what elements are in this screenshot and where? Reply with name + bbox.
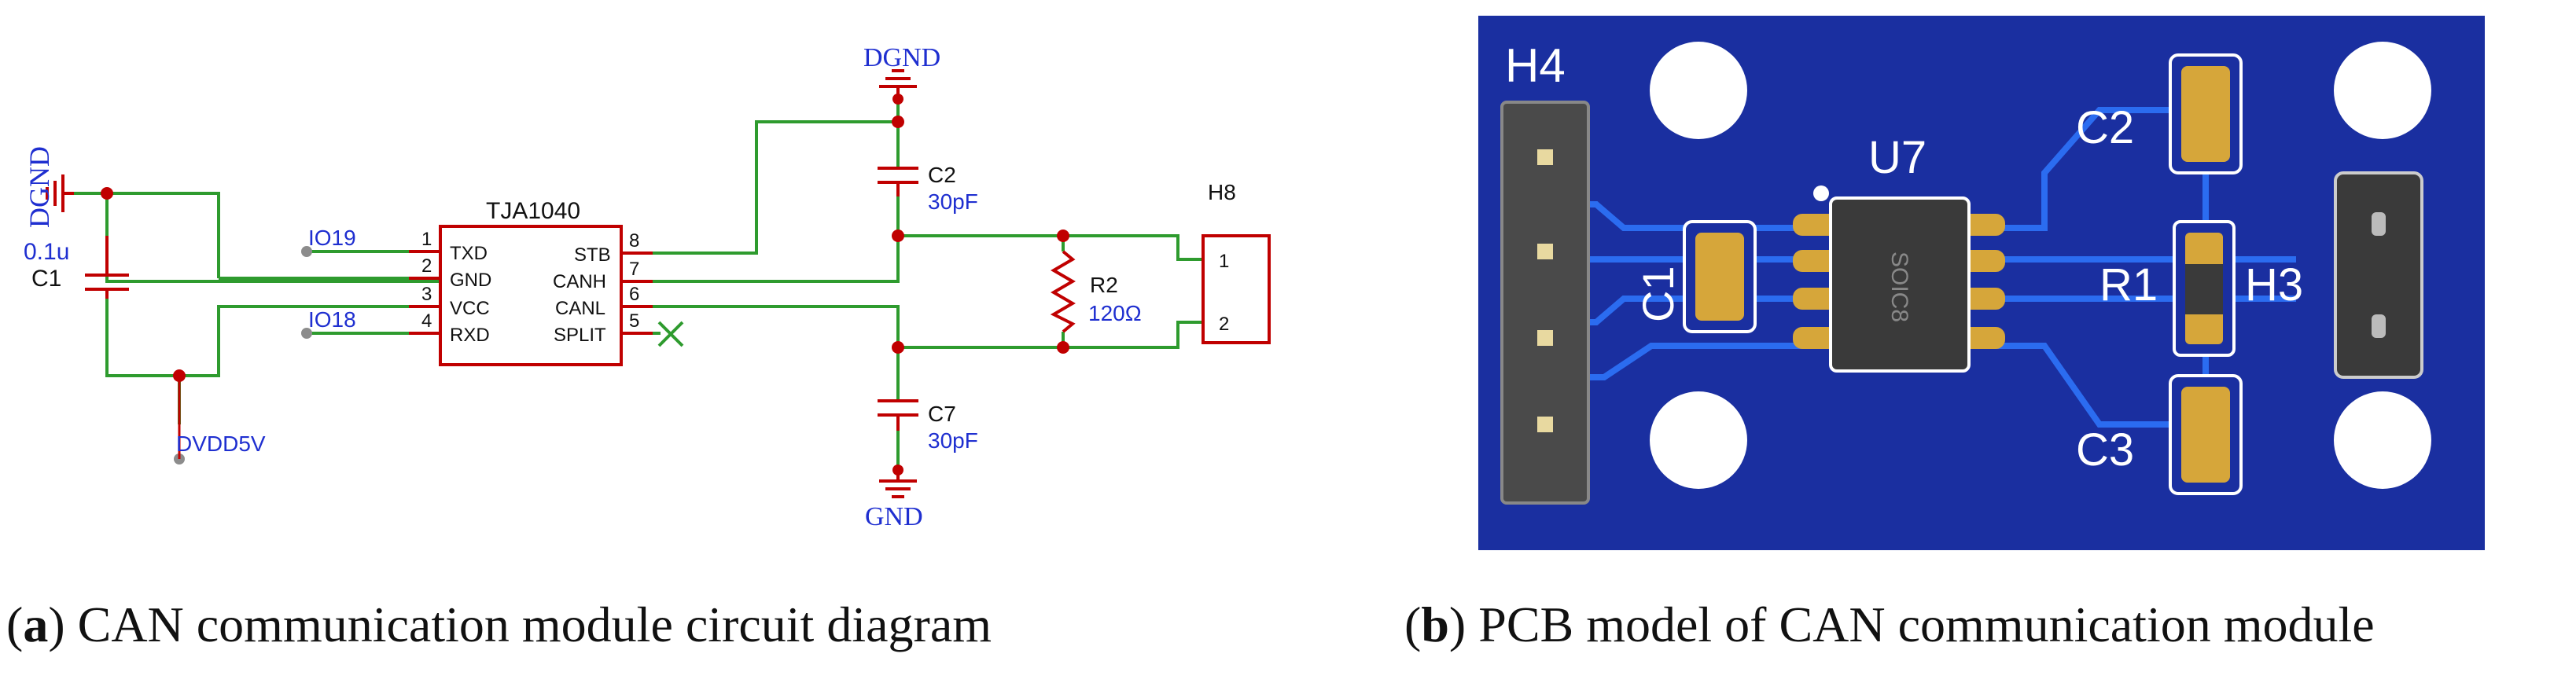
ic-pin-num: 1 — [421, 229, 432, 250]
pcb-board — [1478, 16, 2485, 550]
c2-ref-label: C2 — [928, 163, 956, 187]
connector-h8 — [1202, 234, 1271, 344]
caption-a-text: CAN communication module circuit diagram — [64, 597, 992, 652]
resistor-r2 — [1050, 250, 1076, 333]
pcb-r1-body — [2185, 264, 2223, 314]
pcb-label-c1: C1 — [1633, 266, 1683, 322]
ic-pin-name: VCC — [450, 298, 490, 319]
dgnd-left-label: DGND — [24, 146, 55, 228]
ic-pin-num: 3 — [421, 284, 432, 305]
pcb-c1-body — [1695, 233, 1744, 321]
net-label-io19: IO19 — [308, 226, 356, 250]
ic-pin-name: STB — [574, 244, 611, 266]
header-h4-pins — [1537, 149, 1553, 432]
c7-value-label: 30pF — [928, 428, 978, 453]
net-label-dvdd5v: DVDD5V — [176, 431, 266, 456]
ic-pin-num: 7 — [629, 259, 639, 280]
pcb-label-c2: C2 — [2076, 102, 2134, 153]
dgnd-top-label: DGND — [863, 43, 940, 72]
c2-value-label: 30pF — [928, 189, 978, 214]
c1-ref-label: C1 — [31, 266, 61, 292]
r2-value-label: 120Ω — [1088, 301, 1142, 325]
caption-a-letter: a — [23, 597, 49, 652]
ic-pin-name: RXD — [450, 325, 490, 346]
u7-pin1-marker — [1813, 185, 1829, 201]
dgnd-left-symbol — [46, 174, 74, 212]
ic-pin-num: 5 — [629, 310, 639, 332]
gnd-bottom-label: GND — [865, 502, 923, 531]
pcb-label-r1: R1 — [2099, 259, 2158, 310]
h8-ref-label: H8 — [1208, 180, 1236, 204]
ic-pin-num: 8 — [629, 230, 639, 252]
h8-pin1: 1 — [1219, 251, 1229, 272]
ic-pin-num: 2 — [421, 255, 432, 277]
r2-ref-label: R2 — [1090, 273, 1118, 297]
pcb-label-h4: H4 — [1505, 39, 1566, 92]
pcb-c2-body — [2181, 66, 2230, 162]
ic-pins: 1 TXD 2 GND 3 VCC 4 RXD 8 STB 7 CANH 6 C… — [421, 229, 639, 346]
pcb-c3-body — [2181, 387, 2230, 483]
capacitor-c1 — [85, 236, 129, 299]
ic-pin-num: 6 — [629, 284, 639, 305]
ic-pin-num: 4 — [421, 310, 432, 332]
ic-tja1040-body — [439, 225, 623, 366]
ic-name-label: TJA1040 — [486, 198, 580, 224]
ic-pin-name: TXD — [450, 243, 488, 264]
header-h3-pins — [2372, 212, 2386, 338]
ic-pin-name: CANH — [553, 271, 606, 292]
circuit-diagram: DGND 0.1u C1 TJA1040 1 TXD 2 GND 3 VCC 4… — [24, 43, 1271, 531]
capacitor-c7 — [878, 399, 918, 431]
u7-package-label: SOIC8 — [1886, 252, 1912, 322]
h8-pin2: 2 — [1219, 314, 1229, 335]
pcb-model: H4 C1 U7 SOIC8 C2 R1 H3 C3 — [1478, 16, 2485, 550]
capacitor-c2 — [878, 167, 918, 196]
mounting-holes — [1650, 42, 2431, 489]
header-h4 — [1500, 101, 1590, 505]
caption-a: (a) CAN communication module circuit dia… — [6, 597, 992, 652]
c7-ref-label: C7 — [928, 402, 956, 426]
gnd-bottom-symbol — [879, 470, 917, 498]
pcb-label-h3: H3 — [2245, 259, 2303, 310]
pcb-label-c3: C3 — [2076, 424, 2134, 476]
dgnd-top-symbol — [879, 69, 917, 99]
pcb-label-u7: U7 — [1868, 132, 1926, 183]
header-h3 — [2334, 171, 2423, 379]
no-connect-marker — [657, 321, 684, 347]
c1-value-label: 0.1u — [24, 239, 69, 265]
caption-b: (b) PCB model of CAN communication modul… — [1404, 597, 2375, 652]
caption-b-letter: b — [1421, 597, 1449, 652]
caption-b-text: PCB model of CAN communication module — [1466, 597, 2375, 652]
net-label-io18: IO18 — [308, 307, 356, 332]
u7-chip — [1829, 196, 1971, 373]
ic-pin-name: GND — [450, 270, 491, 291]
ic-pin-leads — [409, 250, 653, 335]
ic-pin-name: SPLIT — [554, 325, 606, 346]
ic-pin-name: CANL — [555, 298, 605, 319]
